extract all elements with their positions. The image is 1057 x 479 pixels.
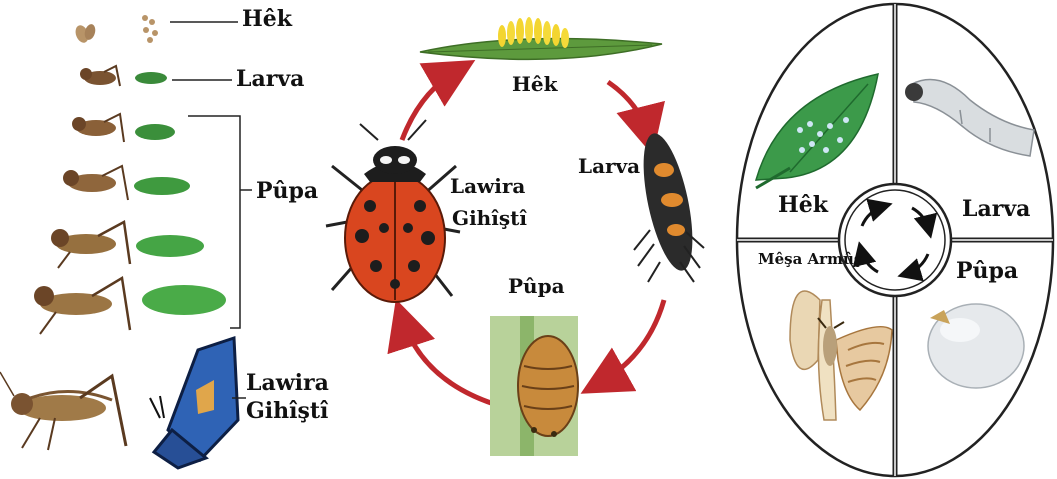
left-pupa-label: Pûpa [256,178,318,204]
center-adult-label-line2: Gihîştî [452,206,527,230]
grasshopper-nymph-4 [51,222,130,268]
right-panel [737,4,1053,476]
left-larva-label: Larva [236,66,304,92]
grasshopper-eggs-illustration [73,23,97,45]
arrow-larva-to-pupa [598,300,664,384]
adult-ladybug-illustration [326,120,460,302]
right-larva-label: Larva [962,196,1030,222]
grasshopper-nymph-2 [72,114,124,142]
right-pupa-label: Pûpa [956,258,1018,284]
center-egg-label: Hêk [512,72,557,96]
caterpillar-4 [136,235,204,257]
arrow-egg-to-larva [608,82,648,136]
center-larva-label: Larva [578,154,640,178]
grasshopper-nymph-5 [34,278,130,334]
caterpillar-2 [135,124,175,140]
caterpillar-3 [134,177,190,195]
caterpillar-1 [135,72,167,84]
grasshopper-nymph-3 [63,166,128,200]
butterfly-eggs-illustration [142,15,158,43]
ladybug-pupa-illustration [490,316,578,456]
ladybug-larva-illustration [634,129,704,282]
left-adult-label-line1: Lawira [246,370,329,396]
grasshopper-nymph-1 [80,66,120,86]
leaf-with-eggs-illustration [420,17,662,59]
arrow-pupa-to-adult [402,318,494,404]
center-adult-label-line1: Lawira [450,174,525,198]
left-panel [0,15,252,468]
left-egg-label: Hêk [242,6,292,32]
right-adult-label: Mêşa Armûş [758,250,862,268]
center-pupa-label: Pûpa [508,274,565,298]
right-egg-label: Hêk [778,192,828,218]
left-adult-label-line2: Gihîştî [246,398,328,424]
caterpillar-5 [142,285,226,315]
arrow-adult-to-egg [402,70,458,140]
silk-cocoon-illustration [928,304,1024,388]
adult-grasshopper-illustration [0,372,126,450]
adult-butterfly-illustration [150,338,238,468]
